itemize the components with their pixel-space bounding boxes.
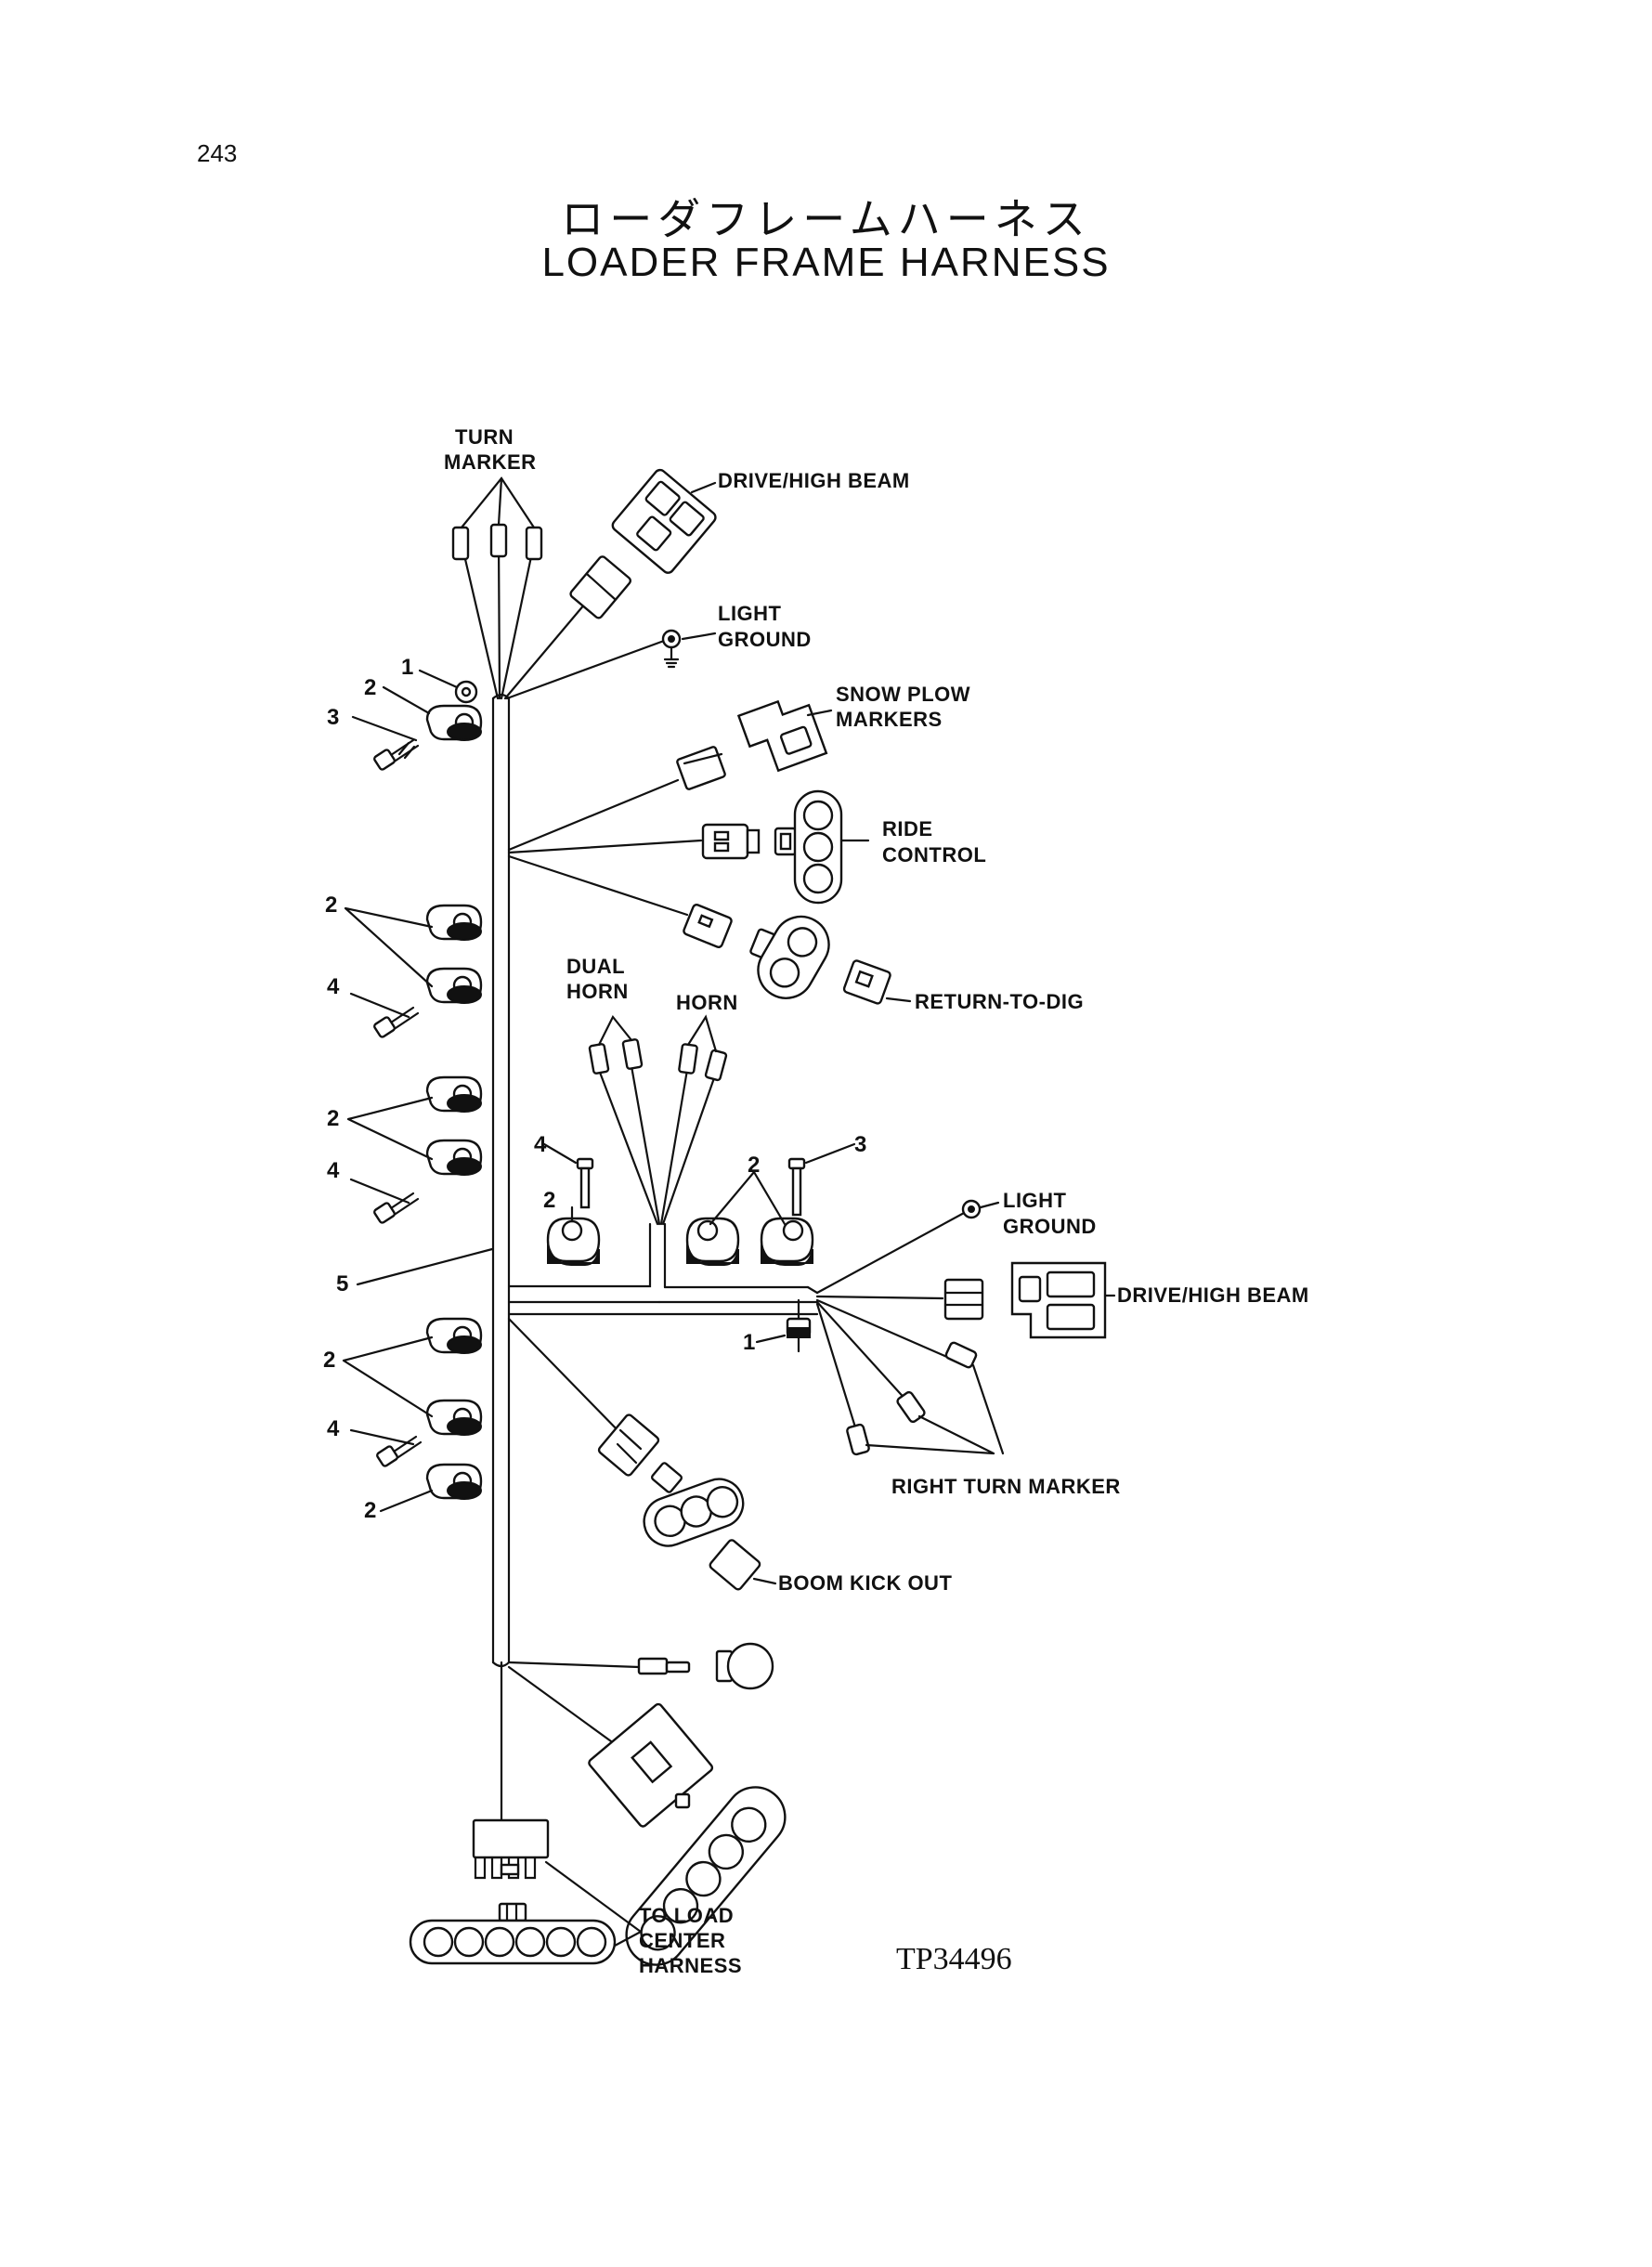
callout-2-b: 2 (327, 1106, 339, 1131)
drive-high-beam-label-top: DRIVE/HIGH BEAM (718, 469, 910, 492)
snow-plow-label-line1: SNOW PLOW (836, 683, 970, 706)
clip-group-a (344, 904, 483, 1038)
drive-high-beam-connector-top (503, 468, 717, 700)
clamp-2-top (425, 704, 483, 741)
callout-4-a: 4 (327, 974, 340, 999)
callout-2-d: 2 (364, 1498, 376, 1523)
ride-control-label-line1: RIDE (882, 817, 933, 840)
clip-group-c (342, 1317, 483, 1513)
clip-group-top (351, 669, 483, 771)
to-load-center-label-line3: HARNESS (639, 1954, 742, 1977)
horn-wires (588, 1014, 728, 1226)
turn-marker-wires (451, 476, 543, 700)
light-ground-top-label-line2: GROUND (718, 628, 812, 651)
drive-high-beam-label-right: DRIVE/HIGH BEAM (1117, 1283, 1309, 1307)
callout-2-mid-right: 2 (748, 1153, 760, 1178)
light-ground-right-label-line1: LIGHT (1003, 1189, 1067, 1212)
page-number: 243 (197, 139, 238, 167)
callout-1-top: 1 (401, 655, 413, 680)
light-ground-top (505, 629, 717, 700)
callout-1-mid-right: 1 (743, 1330, 755, 1355)
return-to-dig-label: RETURN-TO-DIG (915, 990, 1084, 1013)
horn-label: HORN (676, 991, 738, 1014)
snow-plow-label-line2: MARKERS (836, 708, 943, 731)
turn-marker-label-line1: TURN (455, 425, 514, 449)
ride-control-connector (507, 789, 870, 905)
callout-2-mid: 2 (543, 1188, 555, 1213)
light-ground-right-label-line2: GROUND (1003, 1215, 1097, 1238)
turn-marker-connector-right (525, 526, 543, 561)
diagram-title-japanese: ローダフレームハーネス (561, 194, 1091, 244)
turn-marker-connector-center (489, 523, 508, 558)
boom-kick-out-connector (507, 1317, 777, 1591)
callout-5: 5 (336, 1271, 348, 1296)
to-load-center-label-line1: TO LOAD (639, 1904, 734, 1927)
callout-4-mid: 4 (534, 1132, 547, 1157)
callout-4-b: 4 (327, 1158, 340, 1183)
right-turn-marker-label: RIGHT TURN MARKER (891, 1475, 1121, 1498)
bolt-3-top (373, 740, 420, 771)
dual-horn-label-line1: DUAL (566, 955, 625, 978)
main-harness-trunk (491, 693, 819, 1822)
clip-group-mid (542, 1142, 856, 1266)
diagram-title-english: LOADER FRAME HARNESS (541, 240, 1111, 285)
to-load-center-label-line2: CENTER (639, 1929, 725, 1952)
boom-kick-out-label: BOOM KICK OUT (778, 1571, 952, 1595)
return-to-dig-connector (507, 854, 912, 1005)
right-branch (755, 1199, 1116, 1456)
clip-group-b (346, 1075, 483, 1224)
dual-horn-label-line2: HORN (566, 980, 629, 1003)
callout-5-leader (356, 1247, 494, 1286)
callout-4-c: 4 (327, 1416, 340, 1441)
callout-3-top: 3 (327, 705, 339, 730)
lamp-connector (507, 1642, 774, 1690)
callout-2-c: 2 (323, 1348, 335, 1373)
figure-code: TP34496 (896, 1942, 1012, 1976)
light-ground-top-label-line1: LIGHT (718, 602, 782, 625)
turn-marker-connector-left (451, 526, 470, 561)
load-center-connector (409, 1818, 643, 1965)
ride-control-label-line2: CONTROL (882, 843, 986, 866)
turn-marker-label-line2: MARKER (444, 450, 537, 474)
callout-2-top: 2 (364, 675, 376, 700)
callout-2-a: 2 (325, 892, 337, 918)
callout-3-mid-right: 3 (854, 1132, 866, 1157)
snow-plow-markers-connector (507, 699, 833, 852)
main-connector-diagonal (507, 1665, 787, 1966)
